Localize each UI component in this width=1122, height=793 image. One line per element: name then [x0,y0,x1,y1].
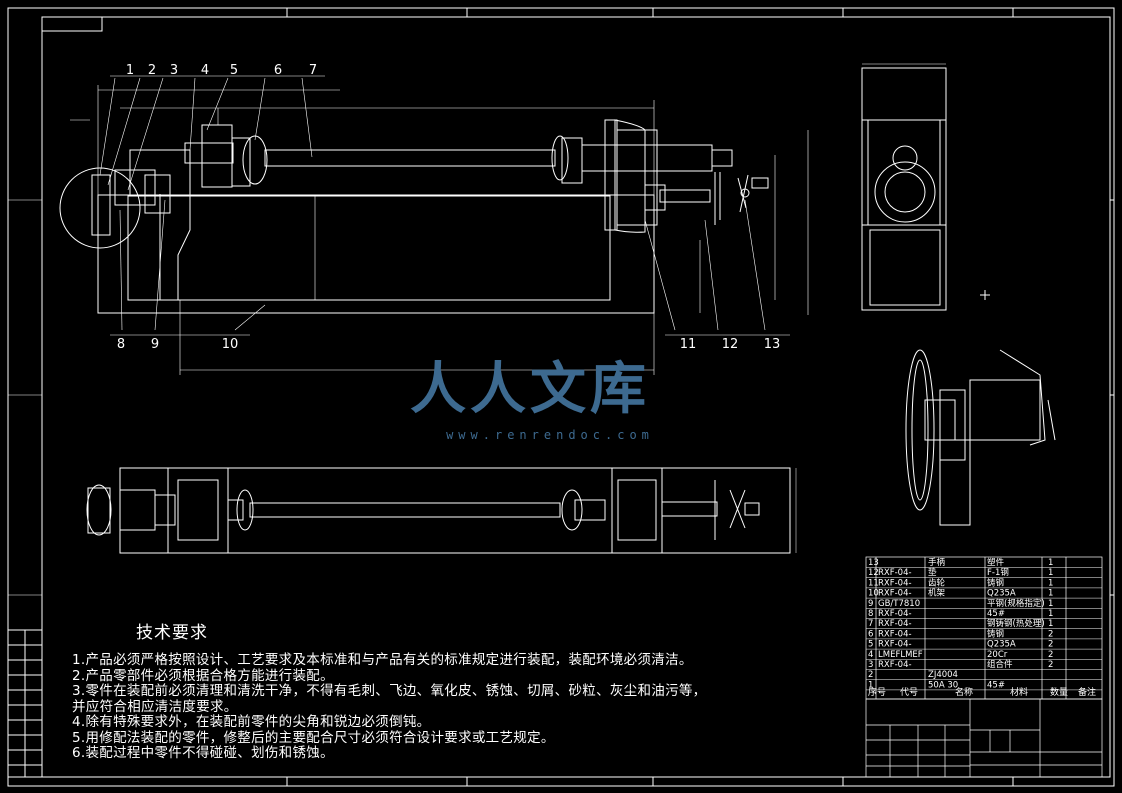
callout-number: 8 [117,337,125,352]
bom-row-name: 50A 30 [928,680,958,690]
bom-row-material: Q235A [987,589,1016,599]
bom-row-number: 5 [868,640,873,650]
bom-row-name: 垫 [928,567,937,578]
bom-row-code: RXF-04- [878,609,912,619]
bom-header-cell: 序号 [868,686,886,698]
bom-row-material: 45# [987,680,1005,690]
bom-row-material: 组合件 [987,659,1013,670]
bom-row-material: 铸钢 [987,628,1004,639]
bom-row-qty: 2 [1048,640,1053,650]
bom-row-qty: 2 [1048,650,1053,660]
bom-row-code: RXF-04- [878,629,912,639]
bom-row-material: Q235A [987,640,1016,650]
bom-row-number: 2 [868,670,873,680]
bom-row-number: 7 [868,619,873,629]
bom-header-cell: 名称 [955,686,973,698]
callout-number: 9 [151,337,159,352]
bom-row-number: 1 [868,680,873,690]
bom-row-name: ZJ4004 [928,670,958,680]
callout-number: 2 [148,63,156,78]
callout-number: 3 [170,63,178,78]
bom-row-code: LMEFLMEF [878,650,923,660]
bom-row-qty: 1 [1048,599,1053,609]
bom-row-code: RXF-04- [878,568,912,578]
technical-requirements-item: 6.装配过程中零件不得碰碰、划伤和锈蚀。 [72,745,334,761]
bom-row-qty: 1 [1048,589,1053,599]
bom-row-code: RXF-04- [878,578,912,588]
bom-row-number: 13 [868,558,879,568]
technical-requirements: 技术要求 1.产品必须严格按照设计、工艺要求及本标准和与产品有关的标准规定进行装… [72,618,707,762]
bom-row-name: 手柄 [928,557,946,568]
title-block [865,698,1103,778]
callout-number: 7 [309,63,317,78]
bom-row-number: 8 [868,609,873,619]
callout-number: 4 [201,63,209,78]
bom-row-qty: 2 [1048,660,1053,670]
bom-row-name: 机架 [928,588,946,599]
callout-number: 1 [126,63,134,78]
callout-number: 5 [230,63,238,78]
callout-number: 11 [680,337,697,352]
technical-requirements-item: 5.用修配法装配的零件，修整后的主要配合尺寸必须符合设计要求或工艺规定。 [72,729,555,746]
bom-row-number: 11 [868,578,879,588]
bom-header-cell: 备注 [1078,686,1096,698]
bom-row-code: RXF-04- [878,660,912,670]
bom-row-code: RXF-04- [878,619,912,629]
technical-requirements-item: 3.零件在装配前必须清理和清洗干净，不得有毛刺、飞边、氧化皮、锈蚀、切屑、砂粒、… [72,683,707,699]
bom-row-qty: 2 [1048,629,1053,639]
callout-number: 10 [222,337,239,352]
bom-row-material: 铸钢 [987,577,1004,588]
bom-row-qty: 1 [1048,619,1053,629]
technical-requirements-item: 4.除有特殊要求外，在装配前零件的尖角和锐边必须倒钝。 [72,714,431,730]
bom-row-number: 6 [868,629,873,639]
bom-row-material: F-1钢 [987,567,1009,578]
bom-row-material: 45# [987,609,1005,619]
bom-row-number: 3 [868,660,873,670]
callout-number: 13 [764,337,781,352]
bom-header-cell: 数量 [1050,686,1068,698]
bom-row-material: 平钢(规格指定) [987,598,1045,609]
bom-row-material: 钢铸钢(热处理) [987,618,1045,629]
bom-row-name: 齿轮 [928,577,946,588]
bom-row-number: 10 [868,589,879,599]
callout-number: 12 [722,337,739,352]
bom-row-code: GB/T7810 [878,599,920,609]
technical-requirements-title: 技术要求 [136,623,208,643]
technical-requirements-item: 1.产品必须严格按照设计、工艺要求及本标准和与产品有关的标准规定进行装配，装配环… [72,652,693,668]
bom-header-cell: 材料 [1010,686,1028,698]
top-view [86,467,797,554]
drawing-frame [7,7,1115,787]
technical-requirements-item: 2.产品零部件必须根据合格方能进行装配。 [72,667,334,684]
bom-row-number: 4 [868,650,873,660]
bom-row-qty: 1 [1048,609,1053,619]
bom-row-qty: 1 [1048,568,1053,578]
bom-row-code: RXF-04- [878,589,912,599]
bom-row-qty: 1 [1048,578,1053,588]
isometric-view [905,349,1056,526]
front-view [59,75,809,375]
bom-row-number: 12 [868,568,879,578]
bom-header-cell: 代号 [900,687,918,698]
bom-row-code: RXF-04- [878,640,912,650]
bom-row-number: 9 [868,599,873,609]
bom-table [865,556,1103,700]
callout-number: 6 [274,63,282,78]
technical-requirements-item: 并应符合相应清洁度要求。 [72,698,238,715]
bom-row-material: 20Cr [987,650,1008,660]
bom-row-material: 塑件 [987,557,1005,568]
bom-row-qty: 1 [1048,558,1053,568]
side-view [861,63,990,311]
